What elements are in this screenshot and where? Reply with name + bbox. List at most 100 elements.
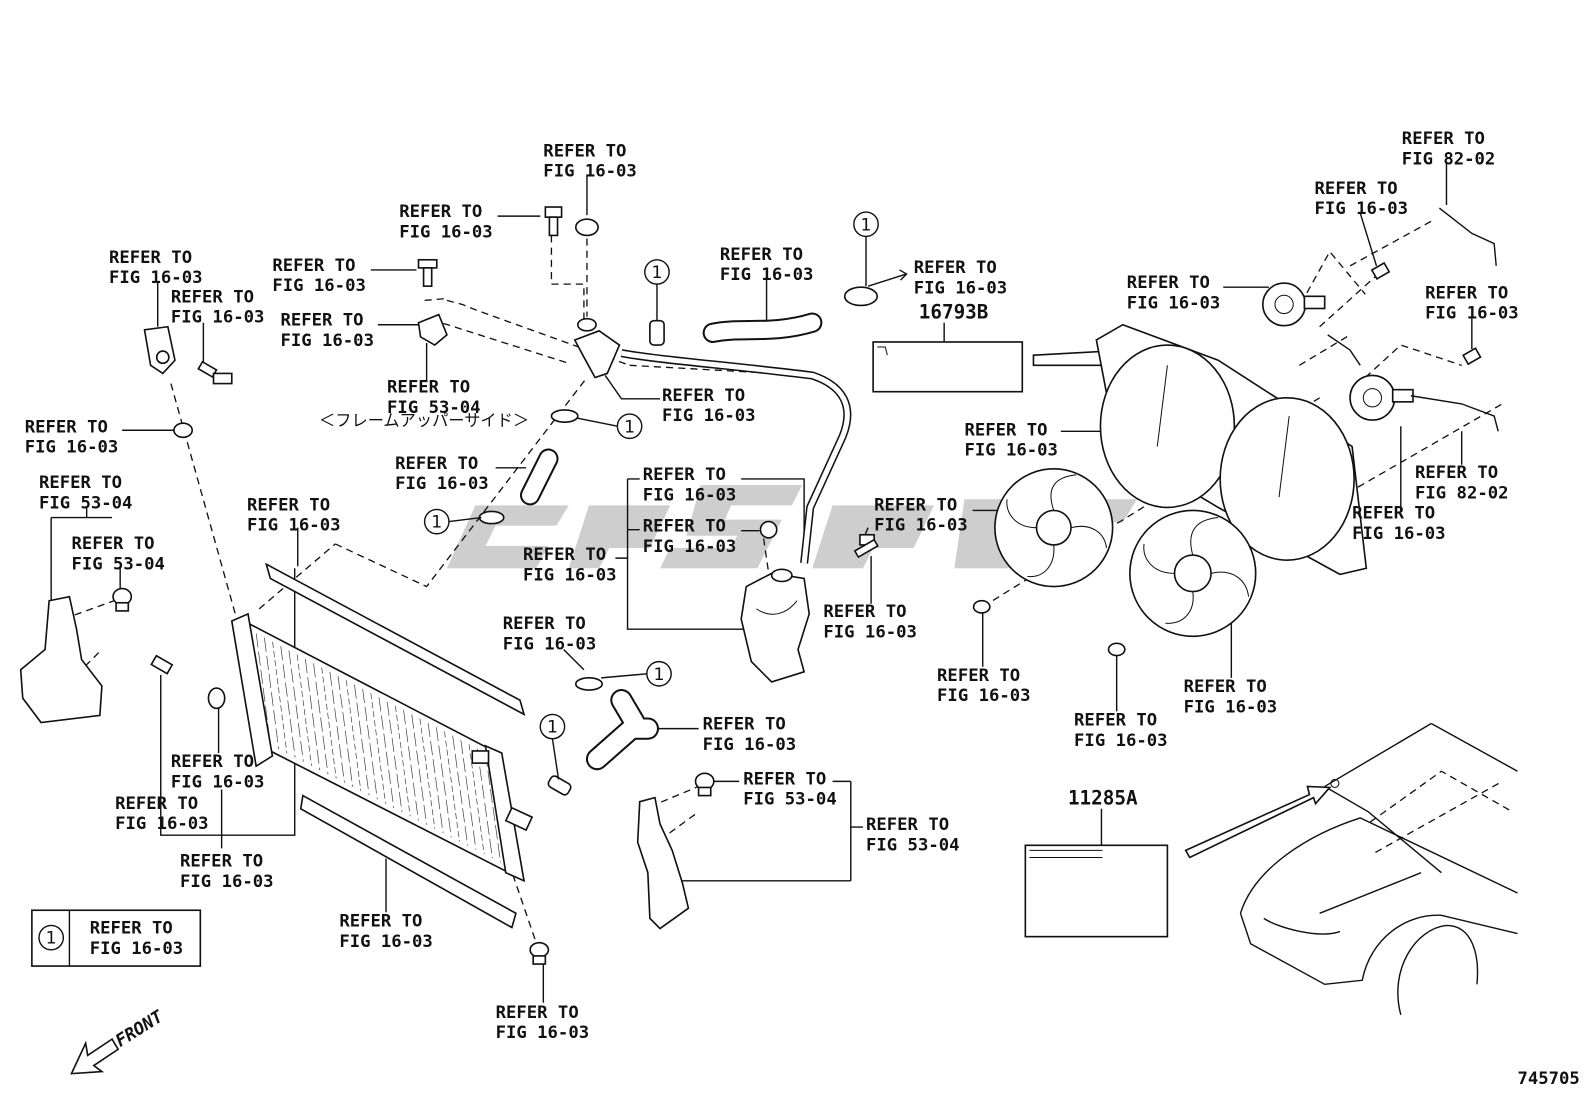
coolant-reservoir	[740, 520, 811, 683]
marker-leader-line	[601, 673, 647, 679]
radiator-fin-line	[337, 675, 353, 787]
radiator-fin-line	[452, 735, 469, 846]
callout-fig-line: FIG 16-03	[115, 814, 208, 834]
callout-refer-line: REFER TO	[964, 420, 1047, 440]
callout-refer-line: REFER TO	[71, 534, 154, 554]
callout-fig-line: FIG 53-04	[39, 493, 132, 513]
callout-fig-line: FIG 16-03	[339, 932, 432, 952]
radiator	[150, 612, 534, 883]
reference-marker-number: 1	[651, 263, 662, 283]
callout-refer-line: REFER TO	[866, 815, 949, 835]
reference-marker-number: 1	[431, 513, 442, 533]
radiator-fin-line	[362, 688, 378, 800]
callout-refer-line: REFER TO	[543, 141, 626, 161]
callout-fig-line: FIG 16-03	[1352, 524, 1445, 544]
frame-upper-side-note: ＜フレームアッパーサイド＞	[319, 411, 529, 430]
callout-fig-line: FIG 16-03	[964, 441, 1057, 461]
callout-refer-line: REFER TO	[272, 256, 355, 276]
radiator-fin-line	[411, 714, 427, 825]
callout-fig-line: FIG 16-03	[171, 308, 264, 328]
outlet-seal	[577, 317, 597, 332]
caution-label-a	[872, 341, 1024, 393]
callout-refer-line: REFER TO	[523, 545, 606, 565]
callout-fig-line: FIG 16-03	[171, 772, 264, 792]
callout-refer-line: REFER TO	[171, 287, 254, 307]
radiator-fin-line	[313, 663, 329, 775]
callout-fig-line: FIG 16-03	[1127, 293, 1220, 313]
callout-refer-line: REFER TO	[1425, 283, 1508, 303]
callout-fig-line: FIG 16-03	[874, 516, 967, 536]
radiator-fin-line	[370, 693, 386, 804]
radiator-upper-seal	[264, 562, 526, 717]
bypass-hose	[519, 448, 559, 506]
callout-refer-line: REFER TO	[387, 378, 470, 398]
reference-marker-icon	[423, 508, 450, 535]
clip	[694, 772, 715, 797]
radiator-fin-line	[427, 722, 444, 834]
callout-refer-line: REFER TO	[503, 614, 586, 634]
reference-marker-number: 1	[547, 718, 558, 738]
callout-fig-line: FIG 53-04	[866, 835, 959, 855]
radiator-fin-line	[444, 731, 460, 842]
callout-fig-line: FIG 82-02	[1415, 483, 1508, 503]
callout-refer-line: REFER TO	[1315, 179, 1398, 199]
left-air-deflector	[19, 595, 103, 724]
radiator-cap	[574, 218, 599, 237]
callout-fig-line: FIG 16-03	[914, 278, 1007, 298]
callout-fig-line: FIG 16-03	[272, 276, 365, 296]
radiator-fin-line	[280, 646, 296, 758]
callout-refer-line: REFER TO	[25, 417, 108, 437]
callout-fig-line: FIG 16-03	[662, 406, 755, 426]
callout-refer-line: REFER TO	[643, 465, 726, 485]
callout-fig-line: FIG 16-03	[280, 331, 373, 351]
bolt	[417, 258, 438, 287]
callout-refer-line: REFER TO	[914, 258, 997, 278]
bolt	[1370, 261, 1482, 366]
callout-refer-line: REFER TO	[180, 852, 263, 872]
radiator-lower-hose	[585, 689, 660, 771]
callout-refer-line: REFER TO	[643, 517, 726, 537]
radiator-fin-line	[264, 637, 280, 750]
callout-fig-line: FIG 16-03	[937, 686, 1030, 706]
vehicle-location-illustration	[1184, 722, 1518, 1015]
reference-marker-icon	[616, 413, 643, 440]
radiator-fin-line	[354, 684, 370, 796]
reference-marker-icon	[38, 924, 65, 951]
callout-fig-line: FIG 53-04	[71, 554, 164, 574]
bolt	[853, 533, 879, 559]
legend-fig-line: FIG 16-03	[90, 939, 183, 959]
callout-refer-line: REFER TO	[247, 495, 330, 515]
radiator-lower-seal	[299, 794, 517, 929]
callout-fig-line: FIG 16-03	[703, 735, 796, 755]
callout-refer-line: REFER TO	[720, 245, 803, 265]
reference-marker-number: 1	[624, 417, 635, 437]
arrow-to-fig-16-03	[867, 269, 908, 287]
cooling-fan-1	[994, 468, 1114, 588]
radiator-support-cushion	[529, 941, 550, 965]
callout-refer-line: REFER TO	[280, 311, 363, 331]
callout-refer-line: REFER TO	[703, 715, 786, 735]
reference-marker-number: 1	[654, 665, 665, 685]
callout-fig-line: FIG 16-03	[496, 1023, 589, 1043]
callout-refer-line: REFER TO	[1415, 463, 1498, 483]
location-arrow	[1184, 785, 1332, 859]
leader-lines	[50, 162, 1473, 1003]
callout-refer-line: REFER TO	[1402, 129, 1485, 149]
rubber-cushion	[173, 422, 194, 439]
front-indicator: FRONT	[70, 1007, 167, 1075]
callout-fig-line: FIG 16-03	[395, 474, 488, 494]
